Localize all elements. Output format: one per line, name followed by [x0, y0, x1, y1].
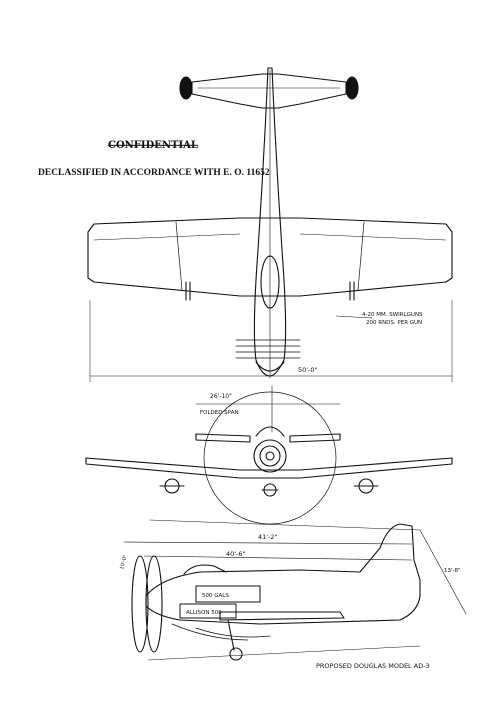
height-dimension: 13'-8": [444, 568, 461, 574]
main-wing-front: [85, 457, 453, 479]
fuel-label: 500 GALS.: [202, 593, 231, 599]
folded-span-dimension: 26'-10": [210, 393, 232, 400]
declassified-notice: DECLASSIFIED IN ACCORDANCE WITH E. O. 11…: [38, 168, 270, 178]
plan-view: [87, 67, 453, 383]
folded-span-label: FOLDED SPAN: [200, 410, 239, 416]
length-dimension-1: 41'-2": [258, 533, 278, 541]
engine-label: ALLISON 500: [186, 610, 222, 616]
drawing-caption: PROPOSED DOUGLAS MODEL AD-3: [316, 662, 430, 670]
fuselage-side: [145, 523, 421, 625]
side-view: [123, 519, 467, 661]
gun-note-line-2: 200 RNDS. PER GUN: [366, 320, 422, 326]
propeller-left-icon: [179, 76, 193, 100]
gun-note-line-1: 4-20 MM. SWIRLGUNS: [362, 312, 423, 318]
span-dimension: 50'-0": [298, 366, 318, 374]
propeller-disc: [203, 391, 337, 525]
front-view: [85, 385, 453, 525]
length-dimension-2: 40'-6": [226, 550, 246, 558]
prop-dimension: 10'-0": [119, 554, 129, 570]
horizontal-tail: [191, 73, 347, 109]
classification-stamp: CONFIDENTIAL: [108, 140, 198, 151]
propeller-right-icon: [345, 76, 359, 100]
main-wing-plan: [87, 217, 453, 297]
